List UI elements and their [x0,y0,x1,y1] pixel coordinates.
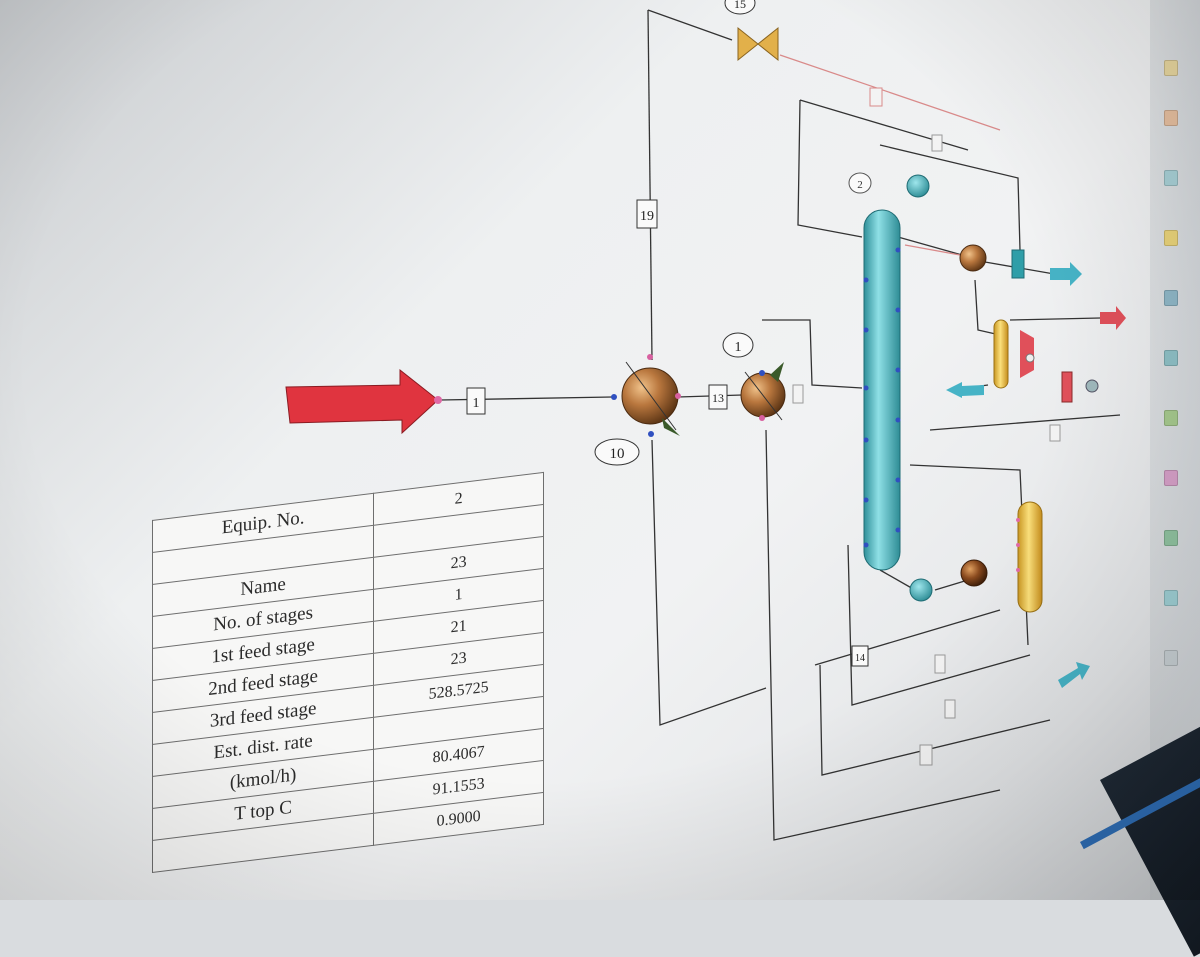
mixer-unit[interactable]: 10 [594,354,681,466]
stream-line-19-to-valve [647,9,733,41]
tool-palette-icon[interactable] [1164,470,1178,486]
tool-palette-icon[interactable] [1164,230,1178,246]
valve-label: 15 [734,0,746,11]
stream-line-1 [439,396,613,401]
tool-palette-icon[interactable] [1164,590,1178,606]
feed-arrow-icon[interactable] [285,368,439,435]
condenser-icon[interactable] [959,244,987,272]
stream-marker[interactable] [869,87,883,107]
recycle-line-bottom [651,439,767,726]
compressor-icon[interactable] [1020,330,1034,378]
stream-label-1-text: 1 [473,396,480,411]
hot-stream-lines [779,54,1001,256]
overhead-line [797,99,863,238]
hot-stream-line-top [779,54,1001,131]
distillation-column-icon[interactable] [863,209,901,571]
stream-label-13[interactable]: 13 [708,384,728,410]
stream-marker[interactable] [944,699,956,719]
lower-loop [814,609,1001,666]
tool-palette-icon[interactable] [1164,290,1178,306]
upper-mid-line [929,414,1121,431]
stream-markers [792,87,1061,766]
bottoms-to-pump [879,569,916,591]
reboiler-loop [909,464,1029,646]
tool-palette-icon[interactable] [1164,650,1178,666]
stream-label-13-text: 13 [712,391,724,405]
overhead-top-line [799,99,969,151]
mixer-label: 10 [610,446,625,462]
mixer-small-icon[interactable] [1085,379,1099,393]
column-label: 2 [857,179,863,191]
stream-label-14[interactable]: 14 [851,645,869,667]
port-icon [434,396,442,404]
recycle-line-lower [765,429,1001,841]
tool-palette-icon[interactable] [1164,60,1178,76]
stream-marker[interactable] [934,654,946,674]
heater-unit[interactable]: 1 [722,332,786,421]
lower-loop-2 [819,664,1051,776]
bottoms-pump-icon[interactable] [909,578,933,602]
tool-palette-icon[interactable] [1164,170,1178,186]
tool-palette-icon[interactable] [1164,110,1178,126]
reboiler-icon[interactable] [960,559,988,587]
stream-label-1[interactable]: 1 [466,387,486,415]
side-draw-line [1009,317,1101,321]
reflux-line [974,279,1001,336]
stream-line-feed-column [762,319,863,389]
stream-line-19 [647,9,653,361]
drum-product-arrow-icon[interactable] [946,382,984,398]
heater-small-icon[interactable] [1061,371,1073,403]
stream-marker[interactable] [792,384,804,404]
product-arrow-icon[interactable] [1050,262,1082,286]
side-product-arrow-icon[interactable] [1100,306,1126,330]
equipment-table: Equip. No. 2 Name 23 No. of stages 1 1st… [152,471,544,873]
reflux-drum-icon[interactable] [993,319,1009,389]
tool-palette-icon[interactable] [1164,410,1178,426]
pump-to-reboiler [934,579,969,591]
stream-label-19[interactable]: 19 [636,199,658,229]
stream-marker[interactable] [931,134,943,152]
condenser-loop [879,144,1021,251]
tool-palette-icon[interactable] [1164,350,1178,366]
condenser-pump-icon[interactable] [906,174,930,198]
bottoms-product-arrow-icon[interactable] [1058,662,1090,688]
bottoms-line [847,544,1031,706]
port-icon [1025,353,1035,363]
valve-unit[interactable]: 15 [724,0,779,62]
stream-marker[interactable] [1049,424,1061,442]
tool-palette-icon[interactable] [1164,530,1178,546]
vapor-to-condenser [897,236,963,256]
exchanger-small-icon[interactable] [1011,249,1025,279]
stream-label-14-text: 14 [855,653,865,664]
process-lines [439,9,1121,841]
stream-marker[interactable] [919,744,933,766]
bottoms-drum-icon[interactable] [1017,501,1043,613]
heater-label: 1 [735,340,742,355]
stream-label-19-text: 19 [640,209,654,224]
distillation-column[interactable]: 2 [848,172,901,571]
hot-stream-line-mid [904,244,961,256]
mixer-icon[interactable] [621,367,679,425]
valve-icon[interactable] [737,26,779,62]
process-flowsheet-canvas: 1 19 13 14 [285,0,1126,841]
